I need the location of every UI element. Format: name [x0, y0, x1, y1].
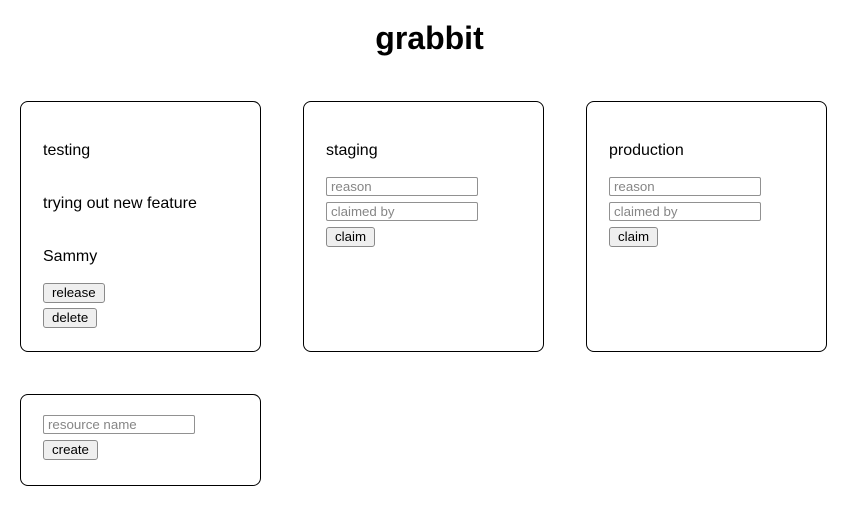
- resource-name-input[interactable]: [43, 415, 195, 434]
- create-button[interactable]: create: [43, 440, 98, 460]
- claimed-by-input[interactable]: [609, 202, 761, 221]
- reason-input[interactable]: [326, 177, 478, 196]
- page-title: grabbit: [375, 20, 484, 56]
- resource-name: staging: [326, 142, 378, 159]
- claim-button[interactable]: claim: [609, 227, 659, 247]
- claim-reason-text: trying out new feature: [43, 195, 197, 212]
- reason-input[interactable]: [609, 177, 761, 196]
- resource-card-staging: staging claim: [303, 101, 544, 352]
- claim-button[interactable]: claim: [326, 227, 376, 247]
- delete-button[interactable]: delete: [43, 308, 98, 328]
- claimed-by-text: Sammy: [43, 248, 98, 265]
- resource-card-production: production claim: [586, 101, 827, 352]
- claimed-by-input[interactable]: [326, 202, 478, 221]
- resource-name: testing: [43, 142, 91, 159]
- resource-name: production: [609, 142, 684, 159]
- release-button[interactable]: release: [43, 283, 105, 303]
- resource-card-testing: testing trying out new feature Sammy rel…: [20, 101, 261, 352]
- create-resource-card: create: [20, 394, 261, 486]
- resource-board: testing trying out new feature Sammy rel…: [0, 101, 859, 486]
